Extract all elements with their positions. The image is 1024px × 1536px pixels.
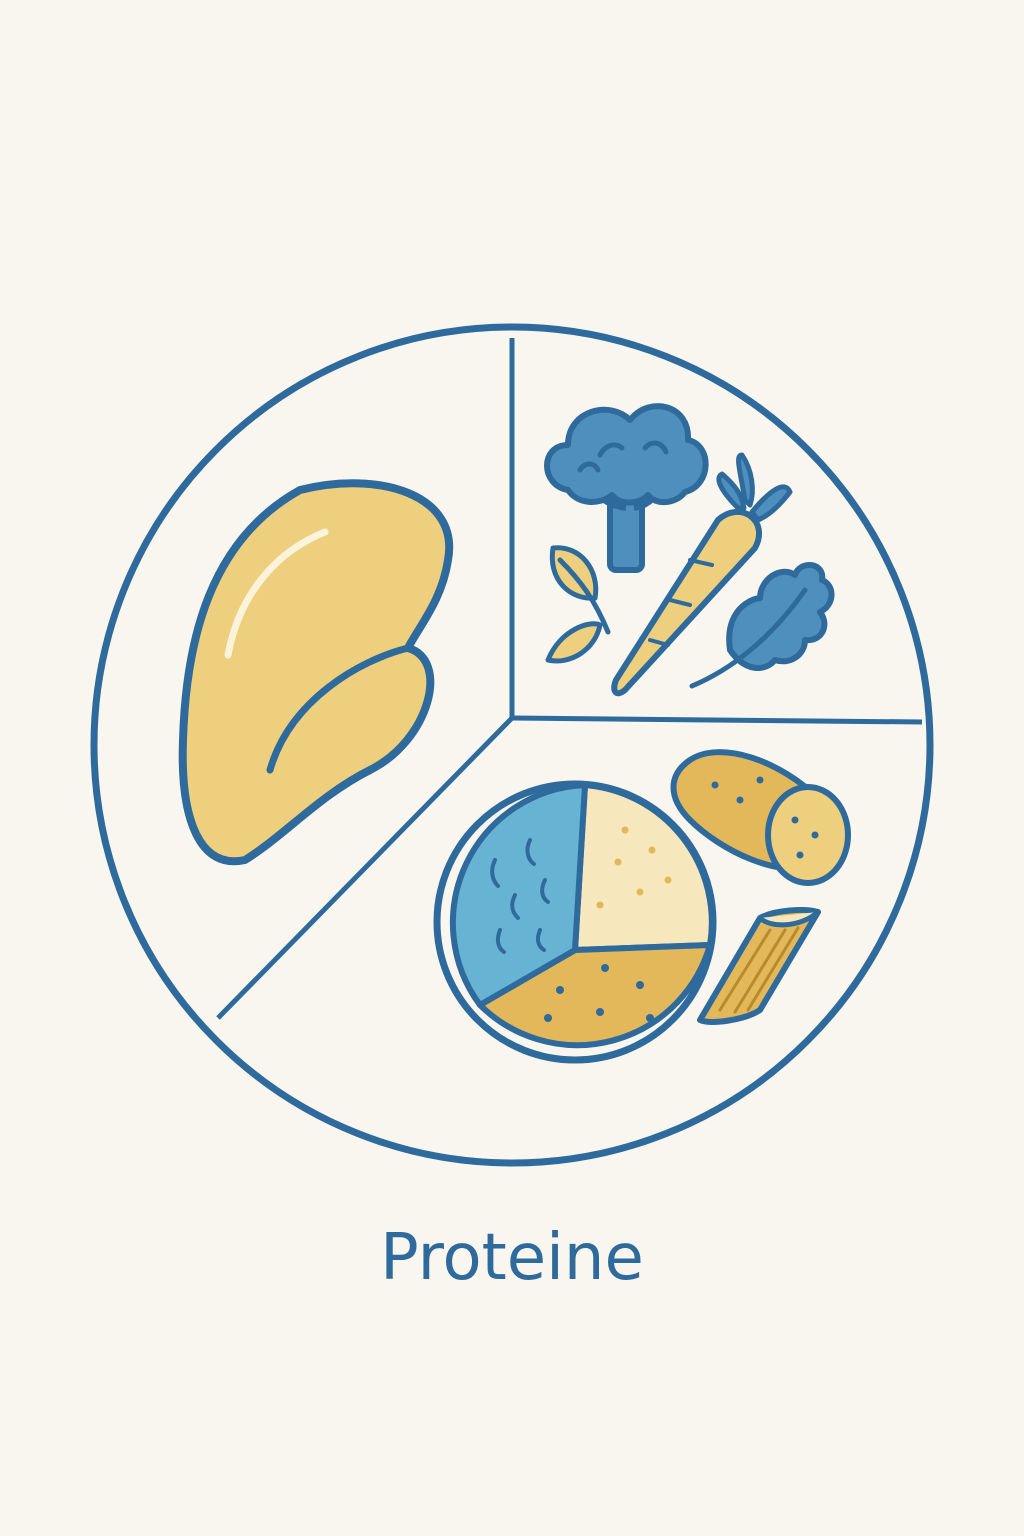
potato-icon <box>670 749 851 886</box>
kale-leaf-icon <box>689 562 835 689</box>
caption-title: Proteine <box>380 1221 644 1295</box>
plate-divider-horizontal <box>511 715 923 725</box>
plate-divider-diagonal <box>216 716 514 1020</box>
penne-pasta-icon <box>697 907 821 1025</box>
chicken-breast-icon <box>178 479 454 866</box>
grains-pie-icon <box>433 780 717 1064</box>
carrot-icon <box>611 452 793 697</box>
leaf-icon <box>545 545 611 664</box>
broccoli-icon <box>544 403 709 573</box>
